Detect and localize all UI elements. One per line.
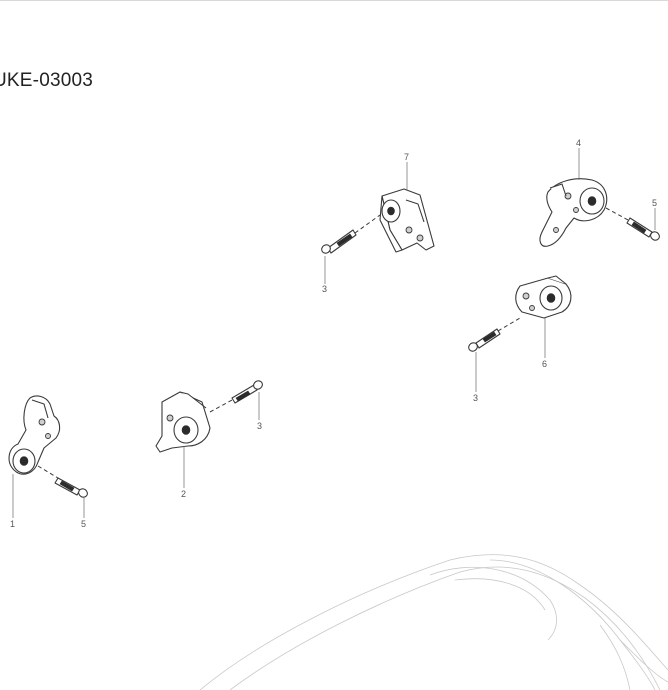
part-4-engine-mount-torque-rod-icon (539, 178, 608, 247)
callout-7: 7 (404, 152, 409, 162)
callout-1: 1 (10, 519, 15, 529)
callout-3: 3 (322, 284, 327, 294)
callout-4: 4 (576, 138, 581, 148)
callout-3: 3 (473, 393, 478, 403)
callout-5: 5 (81, 519, 86, 529)
callout-3: 3 (257, 421, 262, 431)
part-7-engine-mount-bracket-icon (379, 188, 435, 253)
part-2-engine-mount-bracket-icon (155, 391, 211, 453)
callout-5: 5 (652, 198, 657, 208)
leader-lines (12, 148, 656, 518)
bolt-icon (468, 317, 521, 352)
callout-6: 6 (542, 359, 547, 369)
vehicle-body-outline (199, 554, 668, 690)
top-divider (0, 0, 668, 1)
bolt-icon (321, 214, 381, 254)
part-6-engine-mount-bushing-icon (515, 275, 572, 319)
callout-2: 2 (181, 489, 186, 499)
bolt-icon (605, 207, 660, 241)
diagram-code: UKE-03003 (0, 70, 94, 91)
part-1-engine-mount-torque-rod-icon (8, 395, 61, 475)
bolt-icon (209, 380, 263, 413)
bolt-icon (37, 465, 88, 498)
